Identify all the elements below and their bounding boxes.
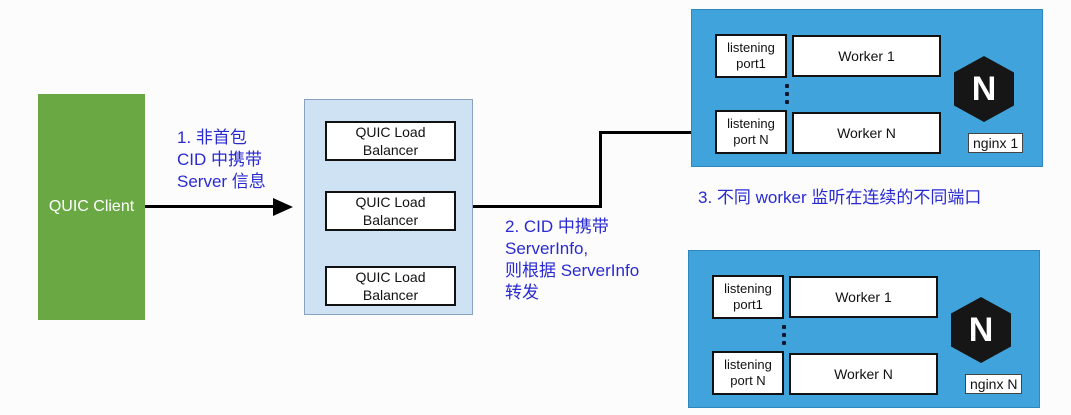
nginx-node-n: listening port1 Worker 1 listening port … [688,250,1040,408]
arrow-lb-to-nginx-segment-h2 [599,131,694,134]
nginx-logo-letter: N [971,70,997,108]
worker1-box: Worker 1 [792,35,941,77]
nginx-logo-icon: N [954,56,1014,122]
nginx-node-1-label: nginx 1 [968,133,1024,153]
lb2-label-line1: QUIC Load [355,194,426,210]
lb2-label-line2: Balancer [362,212,419,228]
listening-portN-line1: listening [727,116,775,131]
annotation-step2-line4: 转发 [505,283,539,302]
listening-port1-line2: port1 [736,56,766,71]
arrow-client-to-lb-line [145,205,275,208]
quic-load-balancer-box-1: QUIC Load Balancer [325,121,456,161]
annotation-step3: 3. 不同 worker 监听在连续的不同端口 [698,188,982,207]
annotation-step2-line1: 2. CID 中携带 [505,217,609,236]
listening-portN-line1: listening [724,357,772,372]
nginx-node-1: listening port1 Worker 1 listening port … [691,9,1043,167]
annotation-step1-line2: CID 中携带 [177,150,262,169]
listening-port1-line1: listening [727,40,775,55]
annotation-step2-line2: ServerInfo, [505,239,589,258]
listening-portN-line2: port N [733,132,769,147]
arrowhead-right-icon [273,198,293,216]
annotation-step1-line3: Server 信息 [177,172,266,191]
lb1-label-line1: QUIC Load [355,124,426,140]
arrow-lb-to-nginx-segment-h1 [473,205,602,208]
listening-portN-box: listening port N [715,110,787,154]
lb1-label-line2: Balancer [362,142,419,158]
arrow-lb-to-nginx-segment-v [599,131,602,208]
nginx-logo-letter: N [968,311,994,349]
quic-load-balancer-box-3: QUIC Load Balancer [325,266,456,306]
listening-port1-box: listening port1 [712,275,784,319]
annotation-step1-line1: 1. 非首包 [177,128,247,147]
nginx-node-n-label: nginx N [965,374,1023,394]
annotation-step2: 2. CID 中携带 ServerInfo, 则根据 ServerInfo 转发 [505,216,639,304]
worker1-box: Worker 1 [789,276,938,318]
listening-port1-line2: port1 [733,297,763,312]
lb3-label-line2: Balancer [362,287,419,303]
lb-cluster-panel: QUIC Load Balancer QUIC Load Balancer QU… [304,99,473,315]
vertical-ellipsis-icon [785,84,789,104]
quic-client-box: QUIC Client [38,94,145,320]
quic-load-balancer-box-2: QUIC Load Balancer [325,191,456,231]
nginx-logo-icon: N [951,297,1011,363]
listening-port1-box: listening port1 [715,34,787,78]
listening-port1-line1: listening [724,281,772,296]
workerN-box: Worker N [789,353,938,395]
annotation-step1: 1. 非首包 CID 中携带 Server 信息 [177,127,266,193]
lb3-label-line1: QUIC Load [355,269,426,285]
workerN-box: Worker N [792,112,941,154]
quic-client-label: QUIC Client [48,198,135,215]
listening-portN-box: listening port N [712,351,784,395]
annotation-step2-line3: 则根据 ServerInfo [505,261,640,280]
vertical-ellipsis-icon [782,325,786,345]
listening-portN-line2: port N [730,373,766,388]
